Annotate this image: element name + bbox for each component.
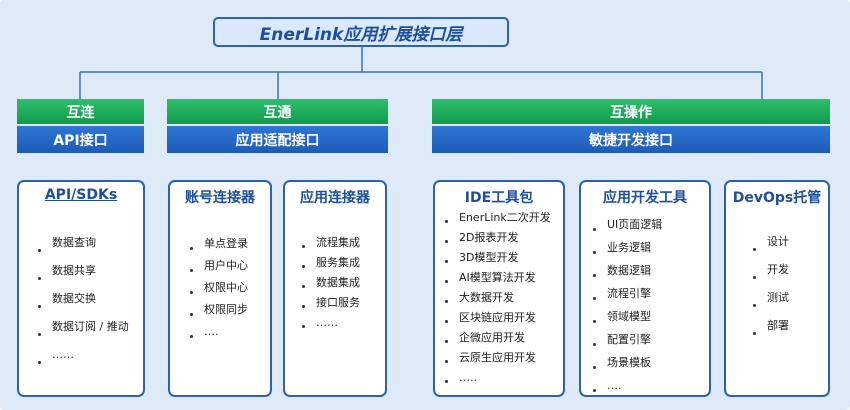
list-item: 权限同步 [190,303,270,325]
list-item: 用户中心 [190,259,270,281]
box-account-connector: 账号连接器 单点登录 用户中心 权限中心 权限同步 …. [168,180,272,397]
list-item: 服务集成 [302,256,385,276]
list-item: 数据查询 [38,236,143,264]
box-title: 应用连接器 [300,190,370,206]
list-item: 3D模型开发 [445,251,563,271]
category-interconnect-interface: API接口 [17,126,144,153]
list-item: 数据共享 [38,264,143,292]
category-interoperation: 互操作 [432,99,830,124]
list-item: 数据交换 [38,292,143,320]
list-item: 数据订阅 / 推动 [38,320,143,348]
box-title: 账号连接器 [185,190,255,206]
list-item: …… [302,316,385,336]
category-interoperation-interface: 敏捷开发接口 [432,126,830,153]
list-item: 场景模板 [593,356,709,379]
box-devops-hosting: DevOps托管 设计 开发 测试 部署 [724,180,830,397]
list-item: …. [593,379,709,402]
list-item: 设计 [753,235,828,263]
list-item: AI模型算法开发 [445,271,563,291]
list-item: …. [190,325,270,347]
list-item: 大数据开发 [445,291,563,311]
list-item: 开发 [753,263,828,291]
list-item: 测试 [753,291,828,319]
list-item: …… [38,348,143,376]
list-item: 单点登录 [190,237,270,259]
box-api-sdks: API/SDKs 数据查询 数据共享 数据交换 数据订阅 / 推动 …… [17,180,145,397]
list-item: ….. [445,371,563,391]
list-item: 数据集成 [302,276,385,296]
category-interoperate: 互通 [167,99,388,124]
list-item: 区块链应用开发 [445,311,563,331]
list-item: 云原生应用开发 [445,351,563,371]
list-item: 领域模型 [593,310,709,333]
list-item: 2D报表开发 [445,231,563,251]
root-node: EnerLink应用扩展接口层 [213,17,509,47]
box-title: IDE工具包 [464,190,534,206]
list-item: 配置引擎 [593,333,709,356]
list-item: 业务逻辑 [593,241,709,264]
list-item: 流程集成 [302,236,385,256]
list-item: UI页面逻辑 [593,218,709,241]
list-item: EnerLink二次开发 [445,211,563,231]
category-interconnect: 互连 [17,99,144,124]
category-interoperate-interface: 应用适配接口 [167,126,388,153]
list-item: 企微应用开发 [445,331,563,351]
list-item: 部署 [753,319,828,347]
list-item: 流程引擎 [593,287,709,310]
box-title: DevOps托管 [732,190,822,206]
list-item: 数据逻辑 [593,264,709,287]
box-app-dev-tools: 应用开发工具 UI页面逻辑 业务逻辑 数据逻辑 流程引擎 领域模型 配置引擎 场… [579,180,711,397]
list-item: 权限中心 [190,281,270,303]
box-app-connector: 应用连接器 流程集成 服务集成 数据集成 接口服务 …… [283,180,387,397]
list-item: 接口服务 [302,296,385,316]
box-title: API/SDKs [44,187,118,203]
box-ide-toolkit: IDE工具包 EnerLink二次开发 2D报表开发 3D模型开发 AI模型算法… [433,180,565,397]
box-title: 应用开发工具 [603,190,687,206]
